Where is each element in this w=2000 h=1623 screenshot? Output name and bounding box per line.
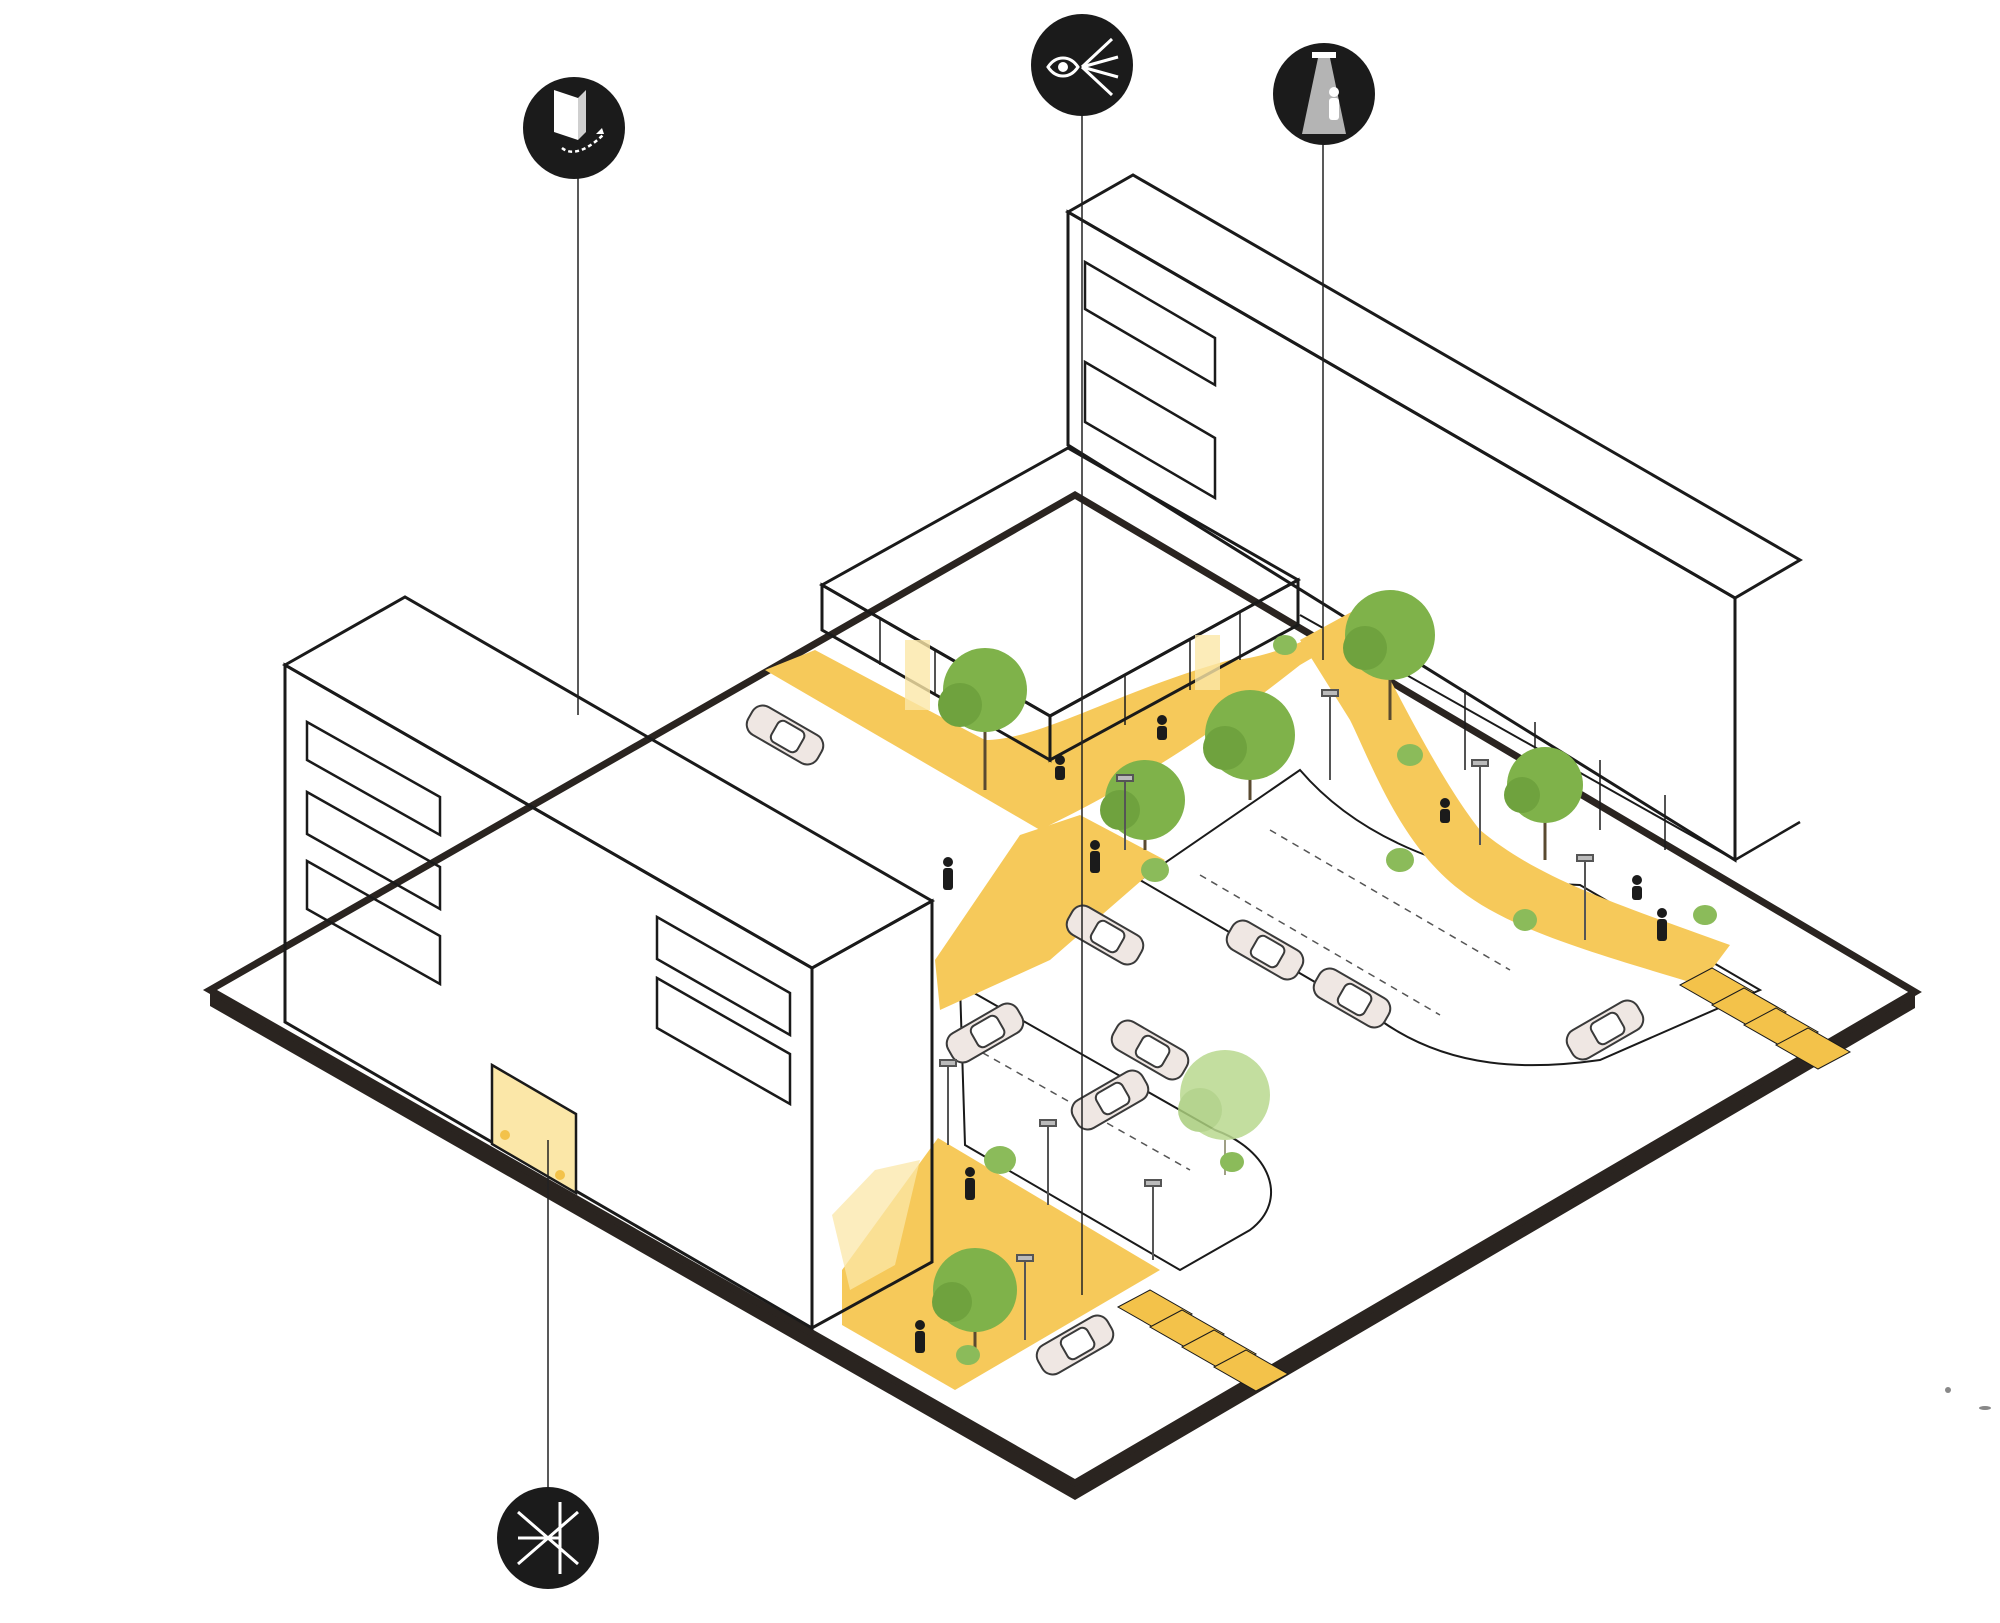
window	[305, 789, 442, 912]
crossed-wall-icon	[497, 1487, 599, 1589]
tree	[1504, 747, 1583, 860]
car	[1110, 1019, 1190, 1081]
person	[915, 1320, 925, 1353]
person	[1632, 875, 1642, 900]
tree	[1343, 590, 1435, 720]
window	[1083, 359, 1217, 501]
window	[305, 719, 442, 838]
window	[305, 858, 442, 987]
car	[1225, 919, 1305, 981]
tall-building-windows	[1083, 259, 1217, 501]
callout-leaders	[547, 115, 1324, 1488]
site-base-slab	[202, 490, 1922, 1500]
person	[1657, 908, 1667, 941]
tree-faded	[1178, 1050, 1270, 1175]
building-facade-path-icon	[523, 77, 625, 179]
minor-marks	[1945, 1387, 1991, 1410]
tree	[932, 1248, 1017, 1350]
low-building-right-face	[1048, 577, 1300, 763]
person	[965, 1167, 975, 1200]
front-building-windows	[305, 719, 792, 1107]
end-face-light-glow	[832, 1160, 920, 1290]
tree	[938, 648, 1027, 790]
building-front-left	[281, 595, 936, 1331]
car	[945, 1002, 1025, 1064]
shrubs	[956, 635, 1717, 1365]
car	[1070, 1069, 1150, 1131]
parking-area	[958, 768, 1763, 1272]
eye-sightlines-icon	[1031, 14, 1133, 116]
trees	[932, 590, 1583, 1350]
front-building-entrance	[490, 1062, 578, 1196]
ground-plane	[202, 490, 1922, 1488]
person	[1157, 715, 1167, 740]
front-building-end-face	[810, 898, 934, 1331]
car	[1065, 904, 1145, 966]
tall-building-roof	[1064, 173, 1803, 600]
tree	[1203, 690, 1295, 800]
walkway-right-curve	[1300, 610, 1730, 985]
walkway-center-cross	[935, 815, 1165, 1010]
person	[943, 857, 953, 890]
building-tall-back	[1064, 173, 1803, 863]
window	[655, 914, 792, 1038]
car	[745, 704, 825, 766]
person	[1440, 798, 1450, 823]
street-lamps	[939, 689, 1594, 1340]
window	[1083, 259, 1217, 388]
car	[1035, 1314, 1115, 1376]
car	[1312, 967, 1392, 1029]
street-light-person-icon	[1273, 43, 1375, 145]
parked-cars	[745, 704, 1645, 1376]
crosswalk-front	[1116, 1289, 1290, 1392]
person	[1055, 755, 1065, 780]
car	[1565, 999, 1645, 1061]
window	[655, 975, 792, 1107]
crosswalk-right	[1678, 967, 1852, 1070]
low-building-glazing	[879, 612, 1241, 725]
person	[1090, 840, 1100, 873]
